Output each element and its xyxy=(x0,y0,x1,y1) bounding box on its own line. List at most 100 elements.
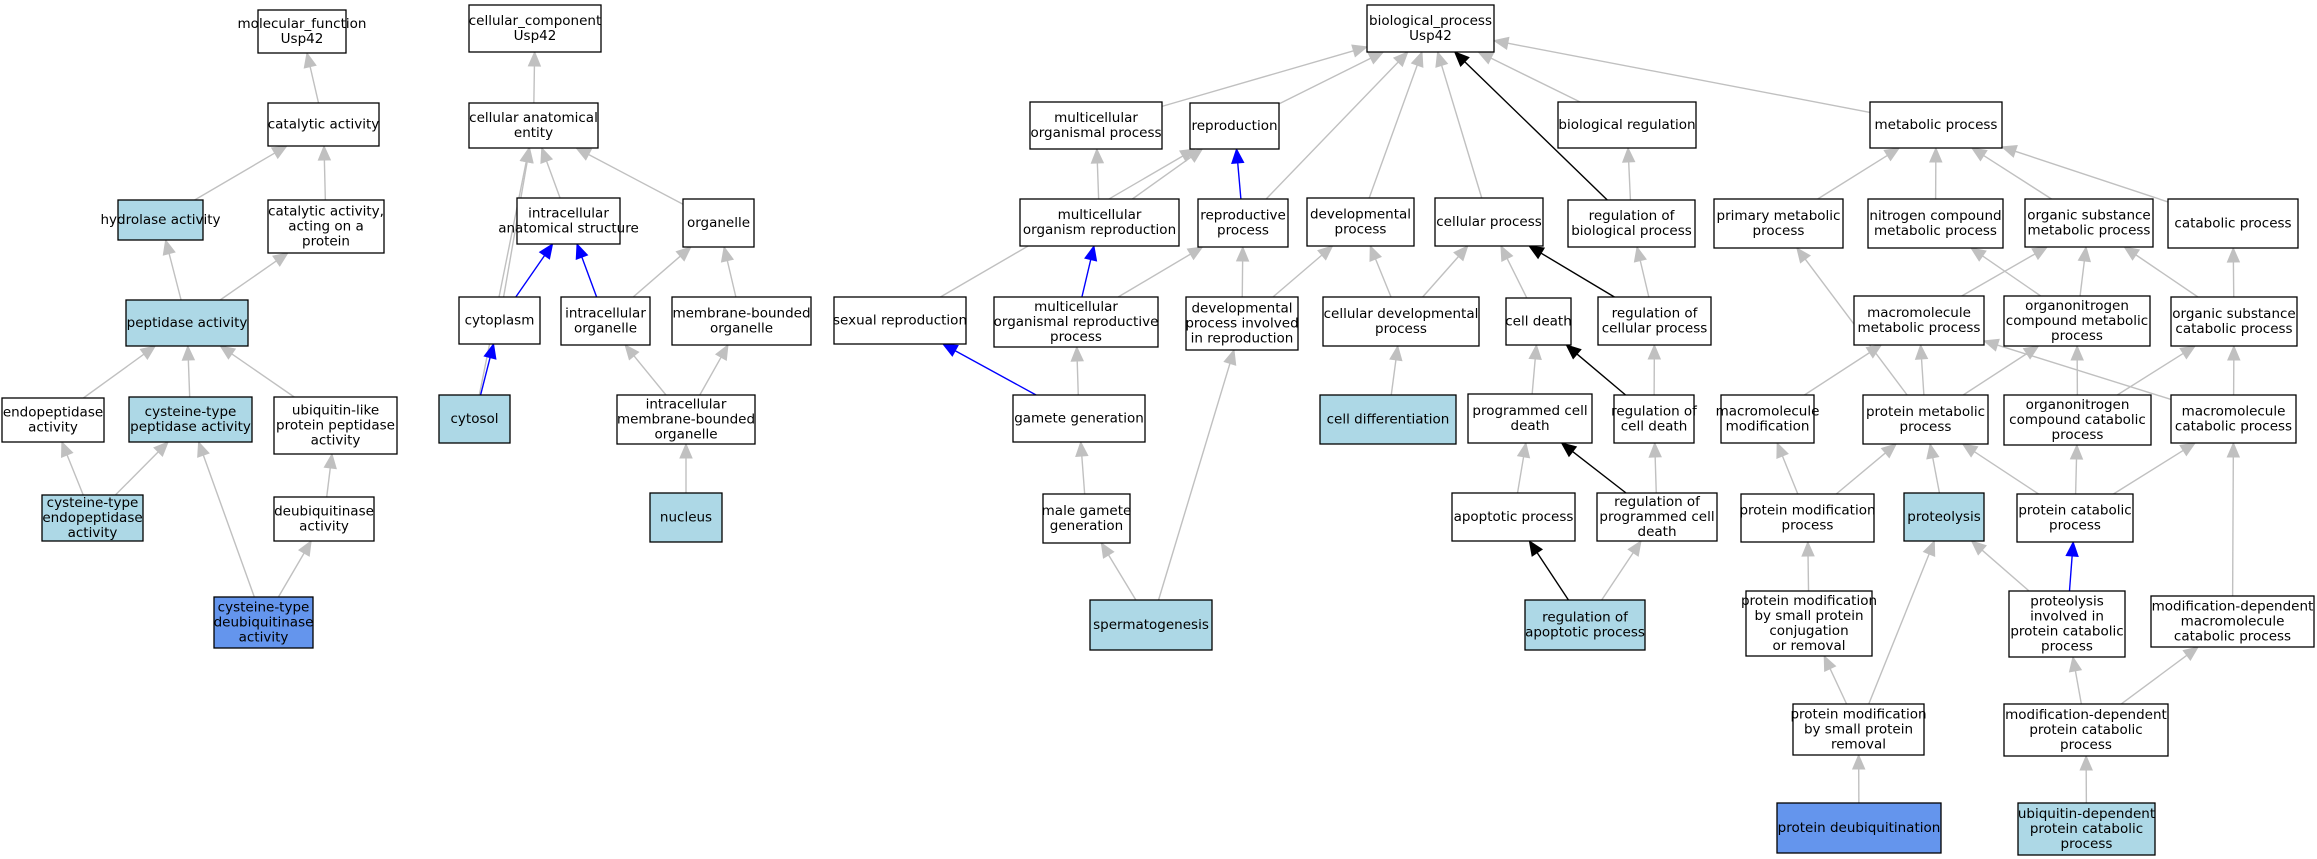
node-label-line: membrane-bounded xyxy=(617,412,755,428)
edge-line xyxy=(1576,353,1627,396)
edge-pcd-to-celldeath xyxy=(1528,343,1542,395)
edge-line xyxy=(1983,154,2052,200)
node-label-line: cell differentiation xyxy=(1327,412,1450,428)
node-box xyxy=(128,396,253,443)
edge-dpir-to-reprop xyxy=(1235,245,1250,298)
node-pept[interactable]: peptidase activity xyxy=(125,299,249,347)
node-bioreg[interactable]: biological regulation xyxy=(1557,101,1697,149)
node-gamgen[interactable]: gamete generation xyxy=(1012,394,1146,443)
edge-line xyxy=(1368,64,1418,199)
edge-line xyxy=(581,256,598,298)
node-cat[interactable]: catalytic activity xyxy=(267,102,380,147)
edge-arrowhead xyxy=(1648,441,1662,458)
edge-arrowhead xyxy=(720,245,735,263)
node-sperm[interactable]: spermatogenesis xyxy=(1089,599,1213,651)
node-label-line: death xyxy=(1638,524,1677,540)
node-nucleus[interactable]: nucleus xyxy=(649,492,723,543)
edge-celldevp-to-devp xyxy=(1369,244,1392,298)
node-catab[interactable]: catabolic process xyxy=(2167,198,2299,249)
node-label-line: protein catabolic xyxy=(2029,722,2142,738)
node-metab[interactable]: metabolic process xyxy=(1869,101,2003,149)
node-celldiff[interactable]: cell differentiation xyxy=(1319,394,1457,445)
edge-line xyxy=(632,255,681,298)
edge-line xyxy=(1804,352,1870,396)
edge-gamgen-to-mrp xyxy=(1070,345,1084,396)
edge-regcd-to-celldeath xyxy=(1565,344,1627,396)
node-org[interactable]: organelle xyxy=(682,198,755,248)
node-label-line: cell death xyxy=(1621,419,1688,435)
node-celldeath[interactable]: cell death xyxy=(1505,297,1572,346)
node-box xyxy=(1185,296,1299,351)
edge-arrowhead xyxy=(714,343,729,361)
node-hydro[interactable]: hydrolase activity xyxy=(100,199,221,241)
node-apop[interactable]: apoptotic process xyxy=(1451,492,1576,542)
edge-arrowhead xyxy=(679,442,693,459)
node-proteol[interactable]: proteolysis xyxy=(1903,492,1985,542)
node-label-line: macromolecule xyxy=(2182,404,2286,420)
node-cellp[interactable]: cellular process xyxy=(1434,197,1544,247)
edge-cae-to-cc xyxy=(527,50,542,104)
node-cyto[interactable]: cytoplasm xyxy=(458,296,541,345)
node-label-line: multicellular xyxy=(1054,110,1138,126)
edge-arrowhead xyxy=(1823,654,1837,672)
node-label-line: ubiquitin-like xyxy=(292,403,379,419)
node-mdmc[interactable]: modification-dependentmacromoleculecatab… xyxy=(2150,595,2315,648)
node-cytosol[interactable]: cytosol xyxy=(438,394,511,444)
edge-line xyxy=(219,260,277,301)
node-sexrep[interactable]: sexual reproduction xyxy=(833,296,967,345)
node-deub[interactable]: protein deubiquitination xyxy=(1776,802,1942,854)
node-repro[interactable]: reproduction xyxy=(1189,102,1280,150)
node-box xyxy=(117,199,204,241)
edge-regpcd-to-regcd xyxy=(1648,441,1662,494)
edge-regpcd-to-pcd xyxy=(1560,442,1627,494)
node-label-line: peptidase activity xyxy=(127,315,248,331)
edge-line xyxy=(1237,162,1242,200)
